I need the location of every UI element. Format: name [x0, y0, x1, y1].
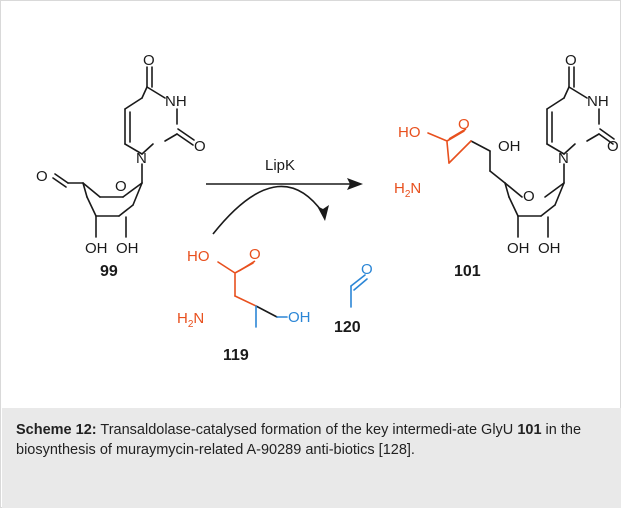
atom-OH: OH — [538, 240, 561, 257]
atom-H2N: H2N — [394, 180, 421, 200]
atom-O: O — [458, 116, 470, 133]
caption-prefix: Scheme 12: — [16, 422, 97, 438]
reaction-arrow — [206, 178, 363, 235]
atom-O: O — [194, 138, 206, 155]
atom-O: O — [361, 261, 373, 278]
scheme-caption: Scheme 12: Transaldolase-catalysed forma… — [16, 420, 606, 460]
caption-text-2: in the biosynthesis of muraymycin-relate… — [16, 422, 582, 458]
atom-OH: OH — [116, 240, 139, 257]
atom-O: O — [565, 52, 577, 69]
caption-text: Transaldolase-catalysed formation of the… — [96, 422, 518, 438]
atom-O: O — [115, 178, 127, 195]
compound-99-structure — [52, 66, 195, 238]
atom-O: O — [249, 246, 261, 263]
compound-99-label: 99 — [100, 263, 118, 280]
caption-box: Scheme 12: Transaldolase-catalysed forma… — [2, 408, 621, 508]
compound-101-label: 101 — [454, 263, 481, 280]
atom-OH: OH — [288, 309, 311, 326]
atom-NH: NH — [165, 93, 187, 110]
atom-O: O — [36, 168, 48, 185]
atom-OH: OH — [507, 240, 530, 257]
atom-N: N — [136, 150, 147, 167]
atom-H2N: H2N — [177, 310, 204, 330]
compound-119-structure — [255, 305, 278, 318]
atom-OH: OH — [498, 138, 521, 155]
atom-NH: NH — [587, 93, 609, 110]
compound-120-label: 120 — [334, 319, 361, 336]
reaction-scheme: O NH O N O O OH OH 99 O NH O N O OH OH O… — [36, 52, 619, 364]
atom-HO: HO — [398, 124, 421, 141]
atom-N: N — [558, 150, 569, 167]
caption-bold-ref: 101 — [517, 422, 542, 438]
compound-119-label: 119 — [223, 347, 249, 364]
enzyme-label: LipK — [265, 157, 295, 174]
atom-HO: HO — [187, 248, 210, 265]
atom-OH: OH — [85, 240, 108, 257]
compound-101-structure — [470, 66, 615, 238]
atom-O: O — [607, 138, 619, 155]
atom-O: O — [523, 188, 535, 205]
atom-O: O — [143, 52, 155, 69]
